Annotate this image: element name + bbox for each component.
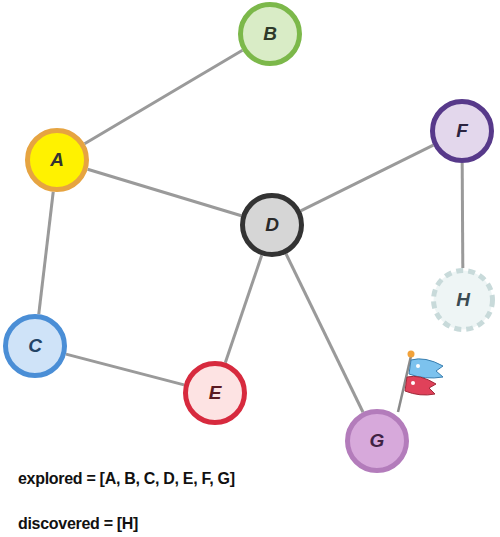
vertex-label: H	[456, 289, 470, 311]
flag-illustration	[398, 351, 443, 413]
vertex-outline	[433, 102, 492, 161]
graph-edge	[225, 255, 261, 362]
graph-edge	[461, 163, 465, 268]
graph-edge	[66, 354, 184, 385]
graph-edge	[301, 145, 434, 211]
windsock-eye	[416, 364, 420, 368]
graph-vertex: H	[431, 268, 495, 332]
graph-vertex: A	[25, 128, 89, 192]
graph-vertex: F	[430, 99, 494, 163]
set-annotation: discovered = [H]	[18, 515, 138, 533]
vertex-label: G	[370, 430, 385, 452]
red-windsock	[405, 376, 436, 395]
graph-vertex: G	[345, 409, 409, 473]
graph-vertex: E	[183, 361, 247, 425]
graph-edge	[39, 192, 53, 314]
vertex-label: E	[209, 382, 222, 404]
graph-vertex: B	[238, 2, 302, 66]
vertex-outline	[186, 364, 245, 423]
vertex-label: D	[265, 214, 279, 236]
vertex-outline	[348, 412, 407, 471]
vertex-outline	[241, 5, 300, 64]
vertex-outline	[243, 196, 302, 255]
graph-vertex: D	[240, 193, 304, 257]
vertex-label: B	[263, 23, 277, 45]
vertex-outline	[434, 271, 493, 330]
vertex-label: A	[50, 149, 64, 171]
graph-vertex: C	[3, 314, 67, 378]
vertex-label: F	[456, 120, 468, 142]
vertex-label: C	[28, 335, 42, 357]
graph-edge	[286, 254, 363, 412]
vertex-outline	[6, 317, 65, 376]
vertex-outline	[28, 131, 87, 190]
windsock-eye	[411, 381, 415, 385]
set-annotation: explored = [A, B, C, D, E, F, G]	[18, 470, 235, 488]
blue-windsock	[409, 359, 443, 378]
graph-edge	[88, 169, 242, 215]
graph-edge	[85, 50, 243, 143]
pole-top	[408, 351, 415, 358]
